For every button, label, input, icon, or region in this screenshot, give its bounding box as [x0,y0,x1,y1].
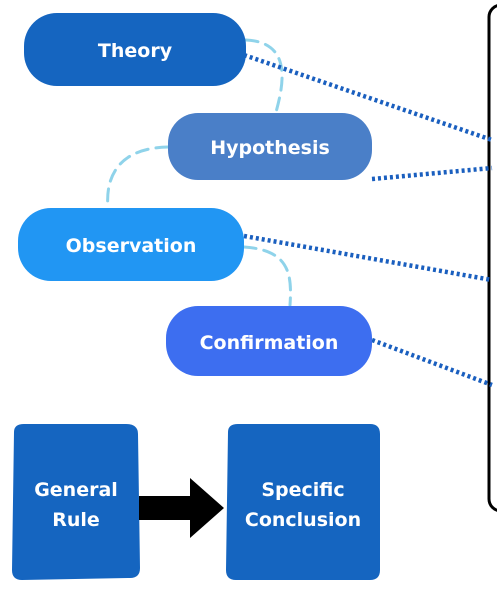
general-rule-line2: Rule [52,509,100,531]
step-confirmation: Confirmation [166,306,372,376]
specific-conclusion-shape [226,424,380,580]
connector-observation-confirmation [242,245,292,307]
step-hypothesis-label: Hypothesis [210,137,330,159]
connector-theory-hypothesis [244,38,284,114]
step-theory-pill [24,13,246,86]
pointer-theory [243,52,493,143]
connector-hypothesis-observation [106,145,170,210]
pointer-hypothesis [371,165,493,182]
step-theory: Theory [24,13,246,86]
arrow-shape [139,478,224,538]
step-confirmation-label: Confirmation [200,332,339,354]
pointer-confirmation [371,337,493,388]
pointer-observation [243,233,493,283]
step-hypothesis-pill [168,113,372,180]
step-hypothesis: Hypothesis [168,113,372,180]
step-observation-label: Observation [66,235,197,257]
specific-conclusion-box: Specific Conclusion [226,424,380,580]
right-panel [487,4,497,512]
arrow-right-icon [139,478,224,538]
step-confirmation-pill [166,306,372,376]
general-rule-shape [12,424,140,580]
general-rule-box: General Rule [12,424,140,580]
specific-conclusion-line1: Specific [261,479,344,501]
specific-conclusion-line2: Conclusion [245,509,361,531]
step-theory-label: Theory [98,40,173,62]
step-observation: Observation [18,208,244,281]
step-observation-pill [18,208,244,281]
general-rule-line1: General [34,479,118,501]
